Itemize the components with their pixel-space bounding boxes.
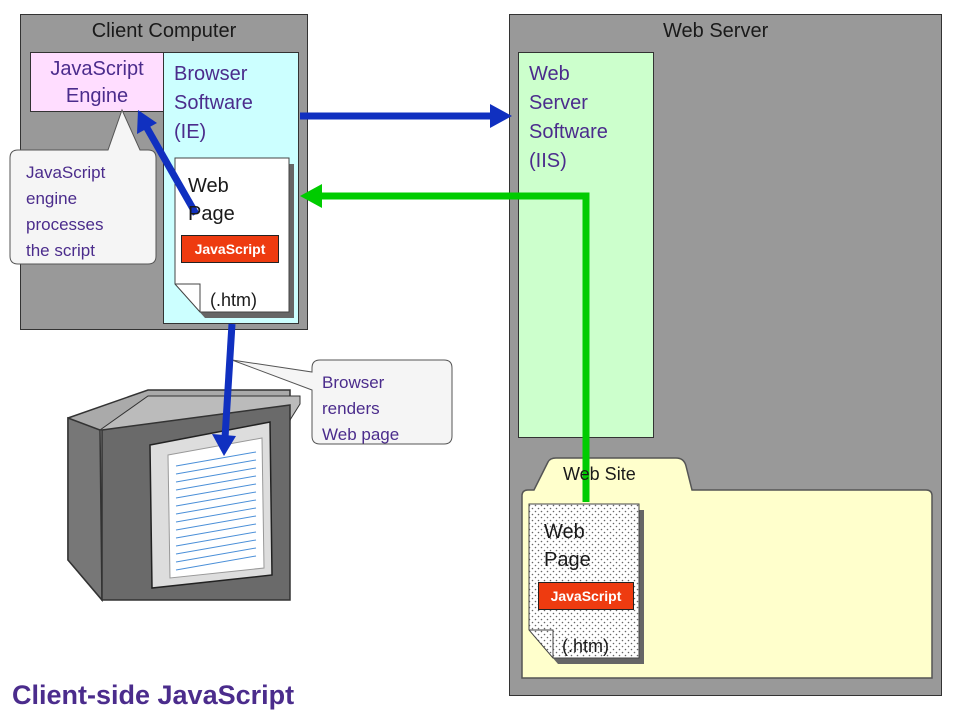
engine-callout-line-1: JavaScript xyxy=(26,163,106,182)
browser-line-3: (IE) xyxy=(174,121,207,143)
server-web-page-title-line-1: Web xyxy=(544,521,585,543)
monitor-icon xyxy=(67,389,301,603)
engine-callout-line-2: engine xyxy=(26,189,78,208)
server-web-page-title: Web Page xyxy=(544,518,591,574)
client-web-page-ext: (.htm) xyxy=(210,290,257,310)
script-to-engine-arrowhead xyxy=(137,110,157,134)
client-javascript-badge: JavaScript xyxy=(181,235,279,263)
engine-callout-line-3: processes xyxy=(26,215,104,234)
response-arrowhead xyxy=(300,184,322,208)
javascript-engine-box xyxy=(30,52,164,112)
engine-callout-line-4: the script xyxy=(26,241,95,260)
server-javascript-badge: JavaScript xyxy=(538,582,634,610)
web-server-software-label: Web Server Software (IIS) xyxy=(529,60,608,176)
render-arrow xyxy=(221,323,236,439)
client-computer-title: Client Computer xyxy=(91,20,237,42)
render-callout-line-1: Browser xyxy=(322,373,385,392)
render-arrowhead xyxy=(212,434,236,456)
page-title: Client-side JavaScript xyxy=(12,680,295,710)
render-callout-bubble xyxy=(231,359,453,445)
server-line-3: Software xyxy=(529,121,608,143)
client-web-page-title-line-2: Page xyxy=(188,203,235,225)
render-callout-line-3: Web page xyxy=(322,425,400,444)
engine-callout-bubble xyxy=(9,108,157,265)
web-site-title: Web Site xyxy=(563,464,636,484)
browser-software-label: Browser Software (IE) xyxy=(174,60,253,147)
server-line-2: Server xyxy=(529,92,588,114)
client-web-page-title: Web Page xyxy=(188,172,235,228)
web-server-title: Web Server xyxy=(663,20,769,42)
browser-line-1: Browser xyxy=(174,63,248,85)
server-line-4: (IIS) xyxy=(529,150,567,172)
request-arrowhead xyxy=(490,104,512,128)
server-web-page-title-line-2: Page xyxy=(544,549,591,571)
render-callout-text: Browser renders Web page xyxy=(322,370,399,448)
response-arrow xyxy=(318,192,590,502)
server-web-page-ext: (.htm) xyxy=(562,636,609,656)
javascript-engine-label: JavaScript Engine xyxy=(50,58,144,107)
browser-line-2: Software xyxy=(174,92,253,114)
engine-callout-text: JavaScript engine processes the script xyxy=(26,160,105,264)
client-web-page-title-line-1: Web xyxy=(188,175,229,197)
server-line-1: Web xyxy=(529,63,570,85)
script-to-engine-arrow xyxy=(143,126,200,216)
render-callout-line-2: renders xyxy=(322,399,380,418)
